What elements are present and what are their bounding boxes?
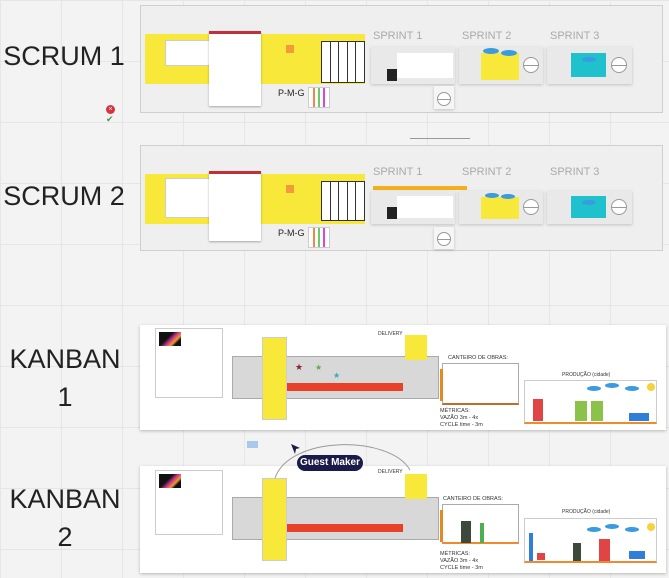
divider (410, 138, 470, 139)
floating-sticky[interactable] (247, 441, 258, 448)
crane-icon (440, 510, 443, 542)
orange-sticky[interactable] (286, 45, 294, 53)
pmg-label: P-M-G (278, 228, 305, 238)
sprint-3-card[interactable] (547, 47, 632, 84)
product-card[interactable] (165, 40, 210, 66)
kanban1-title-line2: 1 (57, 382, 73, 412)
check-icon[interactable]: ✔ (106, 114, 114, 124)
delivery-label: DELIVERY (378, 469, 403, 475)
kanban2-title: KANBAN 2 (0, 480, 130, 556)
collaborator-badge: Guest Maker (297, 455, 363, 471)
scrum2-title: SCRUM 2 (3, 181, 125, 211)
sprint-3-label: SPRINT 3 (550, 166, 600, 178)
sprint-3-card[interactable] (547, 191, 632, 224)
sprint-1-label: SPRINT 1 (373, 166, 423, 178)
city-scene[interactable] (524, 380, 657, 424)
construction-site-label: CANTEIRO DE OBRAS: (448, 355, 508, 361)
scrum1-title: SCRUM 1 (3, 41, 125, 71)
task-table[interactable] (321, 41, 365, 83)
document-sheet[interactable] (209, 31, 261, 106)
kanban1-title-line1: KANBAN (9, 344, 121, 374)
ready-column[interactable] (262, 478, 287, 561)
sprint-2-label: SPRINT 2 (462, 166, 512, 178)
kanban2-title-line2: 2 (57, 522, 73, 552)
scrum1-frame[interactable]: P-M-G SPRINT 1 SPRINT 2 SPRINT 3 (140, 5, 663, 113)
retro-card[interactable] (434, 227, 454, 249)
delivery-column[interactable] (405, 474, 427, 499)
star-icon: ★ (333, 371, 341, 380)
sprint-2-label: SPRINT 2 (462, 30, 512, 42)
pmg-chart[interactable] (308, 87, 330, 108)
orange-sticky[interactable] (286, 185, 294, 193)
product-card[interactable] (165, 178, 210, 218)
kanban1-frame[interactable]: DELIVERY ★ ★ ★ CANTEIRO DE OBRAS: MÉTRIC… (140, 325, 666, 430)
construction-site[interactable] (442, 363, 519, 405)
construction-site[interactable] (442, 504, 519, 544)
close-circle-icon[interactable]: × (106, 105, 115, 114)
star-icon: ★ (295, 362, 304, 372)
ready-column[interactable] (262, 337, 287, 420)
lead-time-bar (285, 383, 403, 391)
sprint-1-label: SPRINT 1 (373, 30, 423, 42)
construction-site-label: CANTEIRO DE OBRAS: (443, 496, 503, 502)
scrum2-frame[interactable]: P-M-G SPRINT 1 SPRINT 2 SPRINT 3 (140, 145, 663, 251)
document-sheet[interactable] (209, 171, 261, 241)
kanban1-title: KANBAN 1 (0, 340, 130, 416)
pmg-chart[interactable] (308, 227, 330, 248)
kanban2-frame[interactable]: DELIVERY CANTEIRO DE OBRAS: MÉTRICAS:VAZ… (140, 466, 666, 573)
kanban2-title-line1: KANBAN (9, 484, 121, 514)
reference-panel[interactable] (155, 328, 223, 398)
production-label: PRODUÇÃO (cidade) (562, 372, 611, 378)
delivery-label: DELIVERY (378, 331, 403, 337)
lead-time-bar (285, 524, 403, 532)
cursor-icon (291, 444, 300, 454)
sprint-3-label: SPRINT 3 (550, 30, 600, 42)
reference-panel[interactable] (155, 470, 223, 535)
crane-icon (440, 369, 443, 401)
sprint-2-card[interactable] (459, 47, 543, 84)
sprint-2-card[interactable] (459, 191, 543, 224)
sprint-1-card[interactable] (371, 191, 455, 224)
production-label: PRODUÇÃO (cidade) (562, 509, 611, 515)
sprint-1-card[interactable] (371, 47, 455, 84)
pmg-label: P-M-G (278, 88, 305, 98)
dependency-arrow (274, 444, 411, 479)
star-icon: ★ (315, 363, 323, 372)
delivery-column[interactable] (405, 335, 427, 360)
sprint-goal-banner[interactable] (373, 186, 467, 190)
city-scene[interactable] (524, 518, 657, 563)
task-table[interactable] (321, 181, 365, 221)
retro-card[interactable] (434, 86, 454, 109)
